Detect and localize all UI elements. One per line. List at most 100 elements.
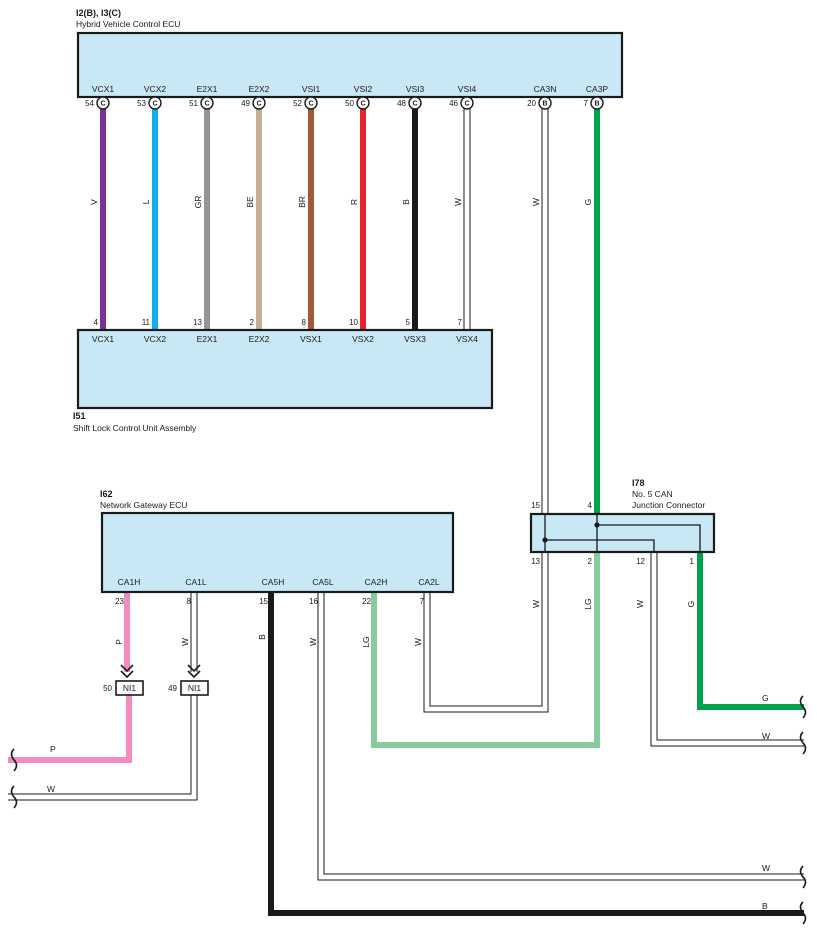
shift-pin-num-e2x2: 2 [250, 318, 255, 327]
hv-pin-num-ca3n: 20 [527, 99, 536, 108]
gateway-pin-label-ca5h: CA5H [262, 577, 285, 587]
hv-pin-num-vsi3: 48 [397, 99, 406, 108]
wires-layer [8, 108, 804, 916]
edge-label-p-left: P [50, 744, 56, 754]
hv-connector-circle-vcx1 [96, 96, 110, 110]
wire-ni1-49-out-outline [8, 695, 198, 801]
gateway-wire-labels: P W B W LG W W LG W G [114, 598, 696, 647]
wire-code-jc1: G [686, 601, 696, 608]
hv-pin-label-vsi3: VSI3 [406, 84, 425, 94]
shift-pin-label-e2x1: E2X1 [197, 334, 218, 344]
hv-connector-letter-e2x1: C [204, 101, 209, 108]
hv-connector-letter-vsi1: C [308, 101, 313, 108]
break-mark-b-right [799, 901, 807, 925]
hv-wire-code-0: V [89, 199, 99, 205]
shift-lock-code: I51 [73, 411, 86, 421]
can-jc-box [529, 512, 716, 554]
hv-wire-code-3: BE [245, 196, 255, 208]
hv-pin-num-ca3p: 7 [584, 99, 589, 108]
wire-code-ca2h: LG [361, 636, 371, 647]
hv-pin-label-vcx2: VCX2 [144, 84, 166, 94]
jc-splice-low [542, 537, 548, 543]
hv-connector-letter-vcx1: C [100, 101, 105, 108]
shift-lock-box [76, 328, 494, 410]
wire-code-ca5l: W [308, 638, 318, 646]
ni1-49-chevron-icon [187, 664, 201, 679]
ni1-50-box [115, 680, 144, 696]
wire-code-ca2l: W [413, 638, 423, 646]
wire-code-ca1l: W [180, 638, 190, 646]
shift-pin-label-vcx2: VCX2 [144, 334, 166, 344]
gateway-pin-label-ca2h: CA2H [365, 577, 388, 587]
gateway-pin-num-ca2h: 22 [362, 597, 371, 606]
break-mark-p-left [10, 748, 18, 772]
hv-pin-num-vcx1: 54 [85, 99, 94, 108]
gateway-pin-num-ca1h: 23 [115, 597, 124, 606]
wire-jc1 [697, 552, 804, 710]
wire-ca5h [268, 592, 804, 916]
gateway-name: Network Gateway ECU [100, 500, 187, 510]
hv-pin-num-vsi4: 46 [449, 99, 458, 108]
wire-ni1-50-out [8, 695, 132, 763]
ni1-49-box [180, 680, 209, 696]
ni1-49-pin: 49 [168, 684, 177, 693]
hv-pin-num-e2x2: 49 [241, 99, 250, 108]
ni1-50-chevron-icon [120, 664, 134, 679]
hv-pin-num-e2x1: 51 [189, 99, 198, 108]
wire-break-marks [10, 695, 807, 925]
can-jc-code: I78 [632, 478, 645, 488]
ni1-connectors: NI1 NI1 50 49 [103, 664, 209, 696]
hv-pin-label-vsi1: VSI1 [302, 84, 321, 94]
hv-ecu-code: I2(B), I3(C) [76, 8, 121, 18]
gateway-pin-label-ca1h: CA1H [118, 577, 141, 587]
can-junction-connector: I78 No. 5 CAN Junction Connector 15 4 13… [529, 478, 716, 566]
wire-code-jc2: LG [583, 598, 593, 609]
hv-connector-letter-vcx2: C [152, 101, 157, 108]
ni1-49-label: NI1 [188, 683, 202, 693]
jc-bus-high [596, 514, 701, 552]
shift-pin-num-vcx2: 11 [142, 318, 151, 327]
hv-connector-letter-ca3p: B [594, 101, 599, 108]
gateway-pin-label-ca5l: CA5L [312, 577, 334, 587]
jc-pin-15: 15 [531, 501, 540, 510]
edge-label-w-right-1: W [762, 731, 770, 741]
jc-splice-high [594, 522, 600, 528]
hv-pin-label-vsi4: VSI4 [458, 84, 477, 94]
shift-lock-name: Shift Lock Control Unit Assembly [73, 423, 197, 433]
wire-ca2h [371, 552, 600, 748]
gateway-code: I62 [100, 489, 113, 499]
break-mark-g-right [799, 695, 807, 719]
hv-wire-code-9: G [583, 199, 593, 206]
hv-wire-code-7: W [453, 198, 463, 206]
jc-pin-2: 2 [588, 557, 593, 566]
wire-ca5l-outline [317, 592, 804, 881]
hv-connector-circle-vsi1 [304, 96, 318, 110]
break-mark-w-right-1 [799, 731, 807, 755]
hv-connector-circle-ca3n [538, 96, 552, 110]
jc-pin-1: 1 [690, 557, 695, 566]
wire-ca5l-core [318, 592, 804, 880]
jc-pin-4: 4 [588, 501, 593, 510]
shift-pin-num-e2x1: 13 [193, 318, 202, 327]
shift-pin-num-vsx1: 8 [302, 318, 307, 327]
hv-connector-letter-vsi3: C [412, 101, 417, 108]
hv-pin-num-vsi2: 50 [345, 99, 354, 108]
shift-pin-label-vsx1: VSX1 [300, 334, 322, 344]
edge-label-g-right: G [762, 693, 769, 703]
shift-pin-label-vsx3: VSX3 [404, 334, 426, 344]
hv-pin-num-vsi1: 52 [293, 99, 302, 108]
hv-connector-circle-vsi4 [460, 96, 474, 110]
hv-pin-label-ca3p: CA3P [586, 84, 609, 94]
ni1-50-label: NI1 [123, 683, 137, 693]
hv-wire-code-1: L [141, 199, 151, 204]
gateway-pin-num-ca1l: 8 [187, 597, 192, 606]
gateway-pin-num-ca5l: 16 [309, 597, 318, 606]
hv-wire-code-8: W [531, 198, 541, 206]
shift-pin-num-vsx2: 10 [349, 318, 358, 327]
shift-pin-num-vsx4: 7 [458, 318, 463, 327]
wire-jc12-outline [650, 552, 804, 747]
hv-pin-label-ca3n: CA3N [534, 84, 557, 94]
hv-connector-circle-ca3p [590, 96, 604, 110]
